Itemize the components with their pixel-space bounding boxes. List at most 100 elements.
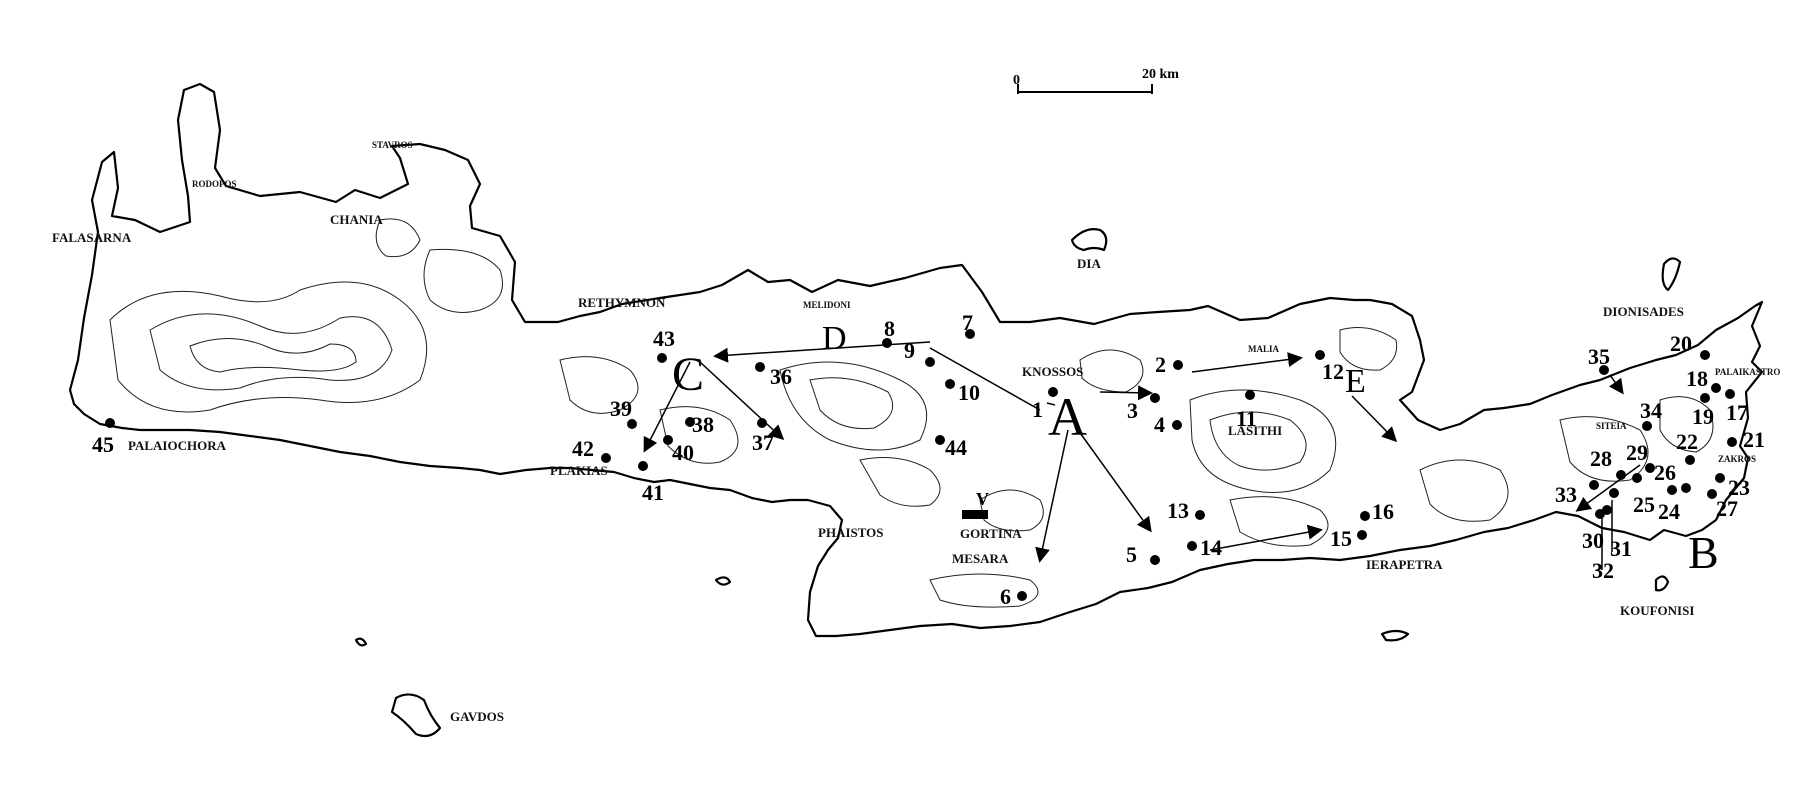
site-dot-5 (1150, 555, 1160, 565)
site-dot-28 (1616, 470, 1626, 480)
site-dot-22 (1685, 455, 1695, 465)
site-number-45: 45 (92, 432, 114, 457)
site-number-10: 10 (958, 380, 980, 405)
region-label-b: B (1688, 527, 1719, 578)
site-dot-12 (1315, 350, 1325, 360)
site-number-6: 6 (1000, 584, 1011, 609)
region-label-a: A (1048, 387, 1087, 447)
site-number-43: 43 (653, 326, 675, 351)
site-number-18: 18 (1686, 366, 1708, 391)
site-number-25: 25 (1633, 492, 1655, 517)
place-label-chania: CHANIA (330, 212, 383, 227)
site-dot-9 (925, 357, 935, 367)
site-dot-6 (1017, 591, 1027, 601)
site-number-40: 40 (672, 440, 694, 465)
place-label-palaiochora: PALAIOCHORA (128, 438, 227, 453)
place-label-zakros: ZAKROS (1718, 454, 1756, 464)
scale-distance-label: 20 km (1142, 67, 1179, 82)
arrow-e (1351, 395, 1398, 443)
site-dot-38 (685, 417, 695, 427)
site-number-33: 33 (1555, 482, 1577, 507)
site-number-5: 5 (1126, 542, 1137, 567)
place-label-ierapetra: IERAPETRA (1366, 557, 1443, 572)
site-dot-14 (1187, 541, 1197, 551)
site-dot-25 (1667, 485, 1677, 495)
place-label-dionisades: DIONISADES (1603, 304, 1684, 319)
site-number-20: 20 (1670, 331, 1692, 356)
site-dot-7 (965, 329, 975, 339)
arrow-a-3 (1099, 385, 1153, 401)
site-number-19: 19 (1692, 404, 1714, 429)
site-number-38: 38 (692, 412, 714, 437)
site-dot-39 (627, 419, 637, 429)
gavdos-island (390, 693, 442, 738)
movement-arrows (643, 341, 1641, 570)
site-number-34: 34 (1640, 398, 1662, 423)
site-dot-21 (1727, 437, 1737, 447)
site-dot-10 (945, 379, 955, 389)
place-label-lasithi: LASITHI (1228, 423, 1282, 438)
site-dot-20 (1700, 350, 1710, 360)
site-number-15: 15 (1330, 526, 1352, 551)
site-dot-41 (638, 461, 648, 471)
site-number-17: 17 (1726, 400, 1748, 425)
site-number-4: 4 (1154, 412, 1165, 437)
arrow-c-southeast (699, 361, 785, 441)
site-dot-16 (1360, 511, 1370, 521)
site-dot-40 (663, 435, 673, 445)
site-number-28: 28 (1590, 446, 1612, 471)
site-number-23: 23 (1728, 475, 1750, 500)
site-dot-19 (1700, 393, 1710, 403)
site-number-7: 7 (962, 310, 973, 335)
crete-island (68, 82, 1764, 638)
site-number-9: 9 (904, 338, 915, 363)
dionisades-island (1661, 257, 1682, 292)
site-number-14: 14 (1200, 535, 1222, 560)
region-label-c: C (672, 348, 704, 401)
site-dot-11 (1245, 390, 1255, 400)
site-dot-44 (935, 435, 945, 445)
site-number-12: 12 (1322, 359, 1344, 384)
place-label-mesara: MESARA (952, 551, 1009, 566)
site-dot-34 (1642, 421, 1652, 431)
site-number-8: 8 (884, 316, 895, 341)
site-dot-3 (1150, 393, 1160, 403)
site-dot-13 (1195, 510, 1205, 520)
landmark-v: V (962, 489, 989, 519)
site-dot-8 (882, 338, 892, 348)
site-number-21: 21 (1743, 427, 1765, 452)
site-number-13: 13 (1167, 498, 1189, 523)
place-label-koufonisi: KOUFONISI (1620, 603, 1694, 618)
site-number-30: 30 (1582, 528, 1604, 553)
site-dot-17 (1725, 389, 1735, 399)
site-number-16: 16 (1372, 499, 1394, 524)
place-label-phaistos: PHAISTOS (818, 525, 884, 540)
site-dot-29 (1632, 473, 1642, 483)
arrow-to-ierapetra (1209, 524, 1323, 551)
site-dot-45 (105, 418, 115, 428)
site-number-39: 39 (610, 396, 632, 421)
arrow-a-east (1077, 429, 1152, 533)
koufonisi-island (1654, 575, 1670, 592)
place-label-gortina: GORTINA (960, 526, 1022, 541)
site-number-27: 27 (1716, 496, 1738, 521)
site-number-22: 22 (1676, 429, 1698, 454)
site-dot-26 (1645, 463, 1655, 473)
site-dot-4 (1172, 420, 1182, 430)
place-label-stavros: STAVROS (372, 140, 413, 150)
site-dot-23 (1715, 473, 1725, 483)
place-label-melidoni: MELIDONI (803, 300, 851, 310)
scale-zero-label: 0 (1013, 73, 1020, 88)
site-number-11: 11 (1236, 406, 1257, 431)
offshore-islands (354, 228, 1682, 738)
scale-bar: 0 20 km (1013, 67, 1179, 94)
site-number-24: 24 (1658, 499, 1680, 524)
place-label-dia: DIA (1077, 256, 1101, 271)
arrow-35 (1608, 374, 1624, 395)
site-dot-24 (1681, 483, 1691, 493)
site-number-42: 42 (572, 436, 594, 461)
arrow-c-south (643, 361, 691, 453)
